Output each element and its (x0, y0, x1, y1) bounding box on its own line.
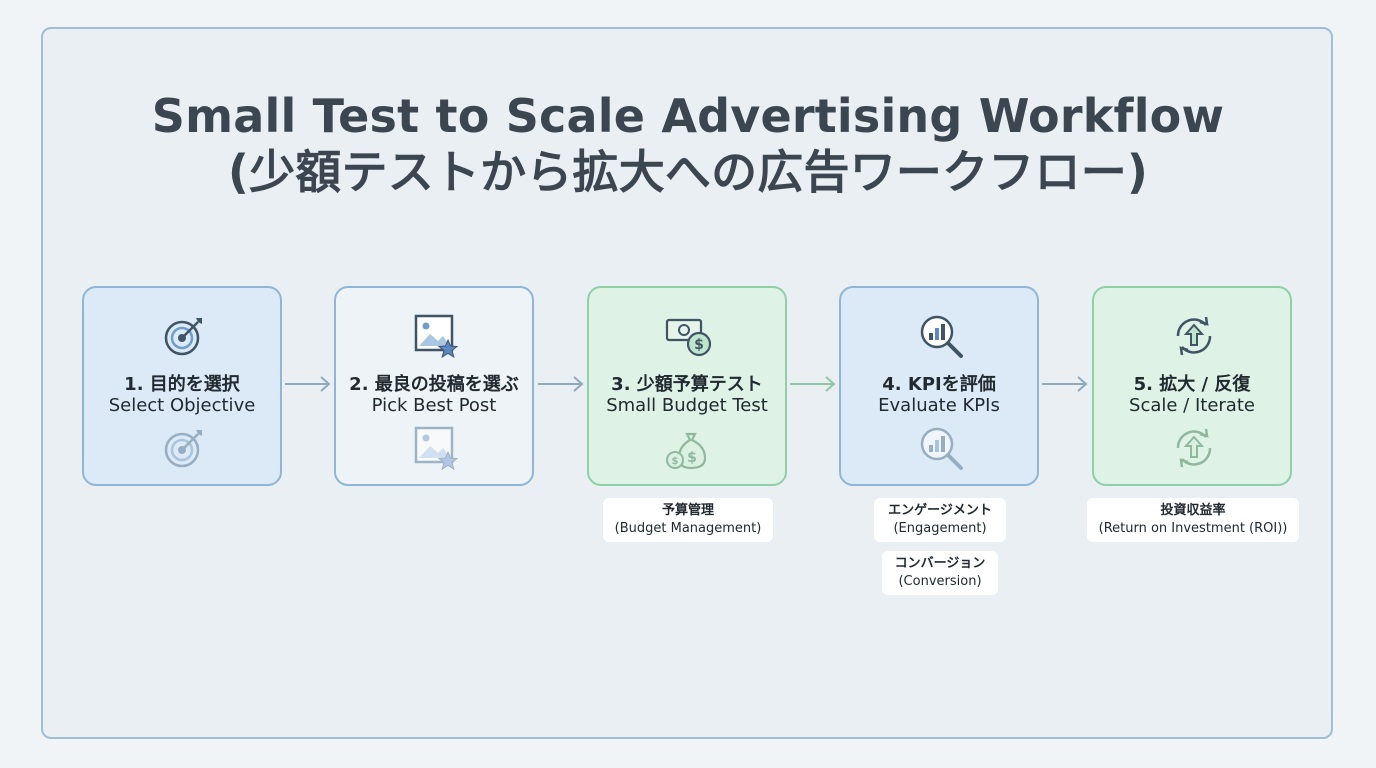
step-title-jp: 3. 少額予算テスト (611, 374, 763, 395)
title-line-en: Small Test to Scale Advertising Workflow (151, 89, 1225, 143)
note-conversion: コンバージョン (Conversion) (882, 551, 998, 595)
note-title-en: (Budget Management) (614, 521, 762, 536)
step-title-jp: 1. 目的を選択 (124, 374, 240, 395)
step-evaluate-kpis: 4. KPIを評価 Evaluate KPIs (839, 286, 1039, 486)
note-title-en: (Conversion) (898, 574, 982, 589)
step-small-budget-test: $ 3. 少額予算テスト Small Budget Test $ $ (587, 286, 787, 486)
image-star-icon (414, 314, 459, 359)
step-title-jp: 4. KPIを評価 (882, 374, 996, 395)
money-bag-icon: $ $ (666, 432, 707, 470)
note-roi: 投資収益率 (Return on Investment (ROI)) (1087, 498, 1299, 542)
target-icon (164, 318, 202, 356)
refresh-up-icon (1176, 428, 1212, 468)
svg-text:$: $ (672, 456, 679, 467)
arrow-right-icon (1042, 376, 1088, 392)
arrow-right-icon (538, 376, 584, 392)
note-title-jp: コンバージョン (894, 556, 986, 571)
step-title-en: Pick Best Post (371, 395, 497, 416)
image-star-icon (414, 426, 459, 471)
refresh-up-icon (1176, 316, 1212, 356)
svg-text:$: $ (687, 450, 697, 466)
arrow-right-icon (790, 376, 836, 392)
step-scale-iterate: 5. 拡大 / 反復 Scale / Iterate (1092, 286, 1292, 486)
note-title-en: (Return on Investment (ROI)) (1098, 521, 1288, 536)
step-title-jp: 5. 拡大 / 反復 (1133, 374, 1251, 395)
money-icon: $ (665, 318, 712, 357)
target-icon (164, 430, 202, 468)
note-engagement: エンゲージメント (Engagement) (874, 498, 1006, 542)
note-title-jp: 投資収益率 (1160, 503, 1226, 518)
note-title-jp: エンゲージメント (888, 503, 992, 518)
step-title-en: Evaluate KPIs (878, 395, 1000, 416)
arrow-right-icon (285, 376, 331, 392)
page-title: Small Test to Scale Advertising Workflow… (0, 88, 1376, 200)
step-title-en: Small Budget Test (606, 395, 768, 416)
svg-text:$: $ (694, 337, 704, 353)
step-select-objective: 1. 目的を選択 Select Objective (82, 286, 282, 486)
title-line-jp: (少額テストから拡大への広告ワークフロー) (227, 145, 1149, 199)
note-title-jp: 予算管理 (661, 503, 714, 518)
note-budget-management: 予算管理 (Budget Management) (603, 498, 773, 542)
step-pick-best-post: 2. 最良の投稿を選ぶ Pick Best Post (334, 286, 534, 486)
step-title-en: Select Objective (108, 395, 256, 416)
chart-magnifier-icon (920, 315, 963, 358)
chart-magnifier-icon (920, 427, 963, 470)
step-title-jp: 2. 最良の投稿を選ぶ (349, 374, 519, 395)
step-title-en: Scale / Iterate (1129, 395, 1255, 416)
note-title-en: (Engagement) (893, 521, 987, 536)
